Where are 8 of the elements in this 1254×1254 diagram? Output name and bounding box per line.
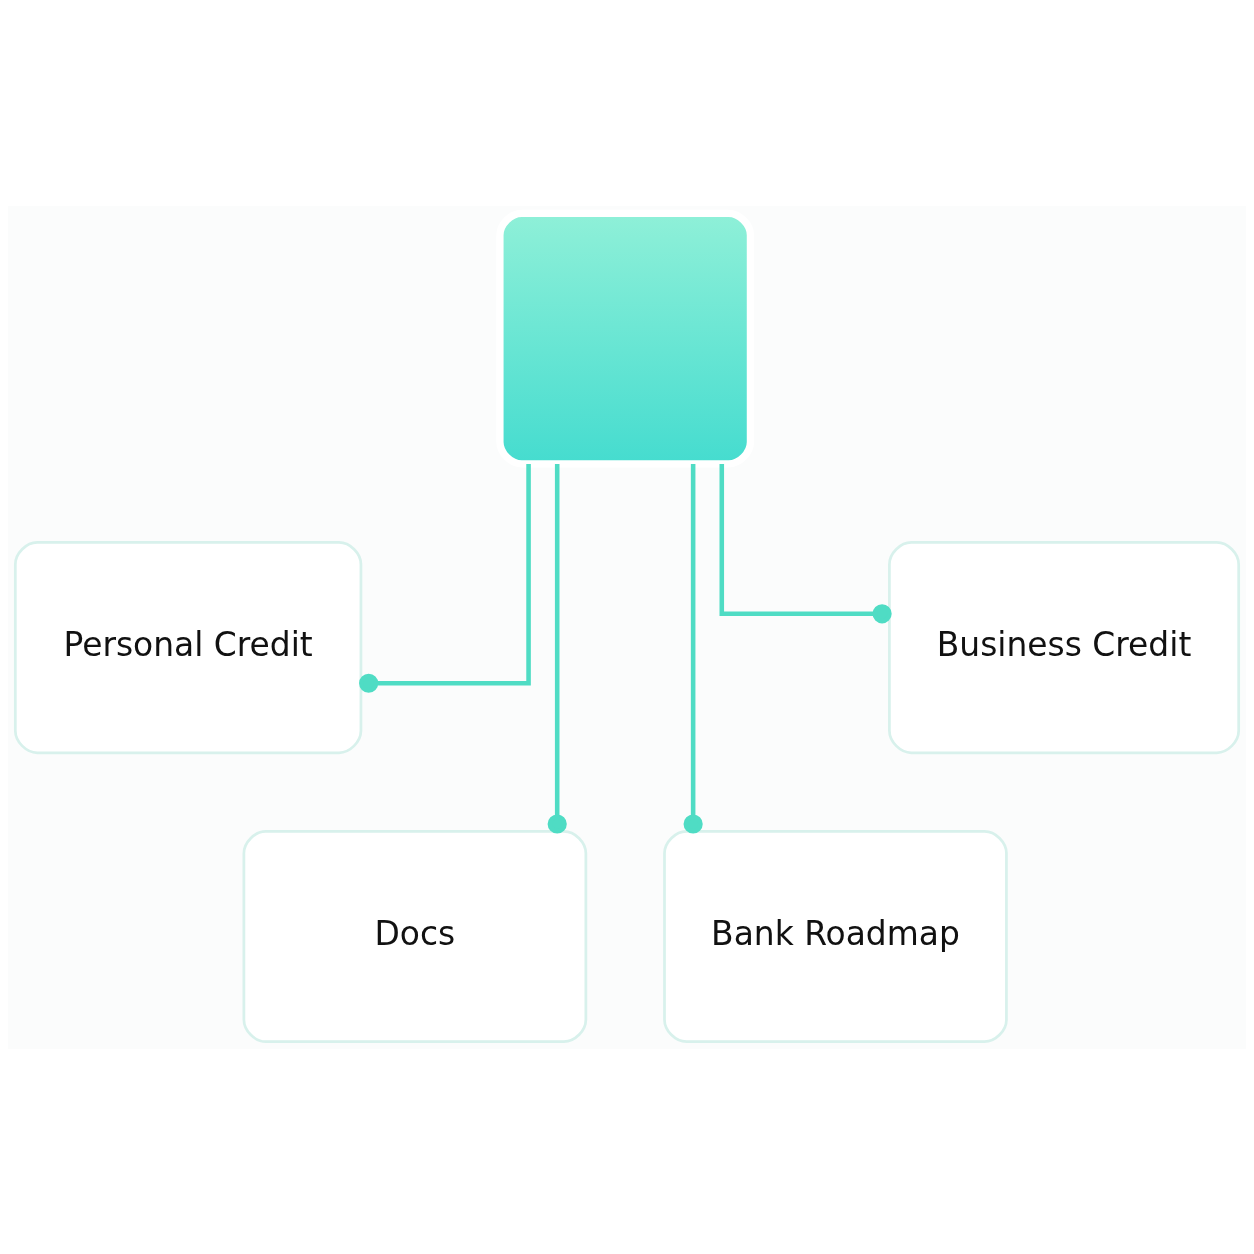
node-box: Business Credit xyxy=(888,540,1241,754)
node-box: Docs xyxy=(242,829,588,1043)
node-box: Personal Credit xyxy=(13,540,363,754)
node-box: Bank Roadmap xyxy=(663,829,1008,1043)
connector xyxy=(719,463,892,623)
connector xyxy=(547,463,567,834)
connector xyxy=(683,463,703,834)
connector xyxy=(359,463,531,693)
